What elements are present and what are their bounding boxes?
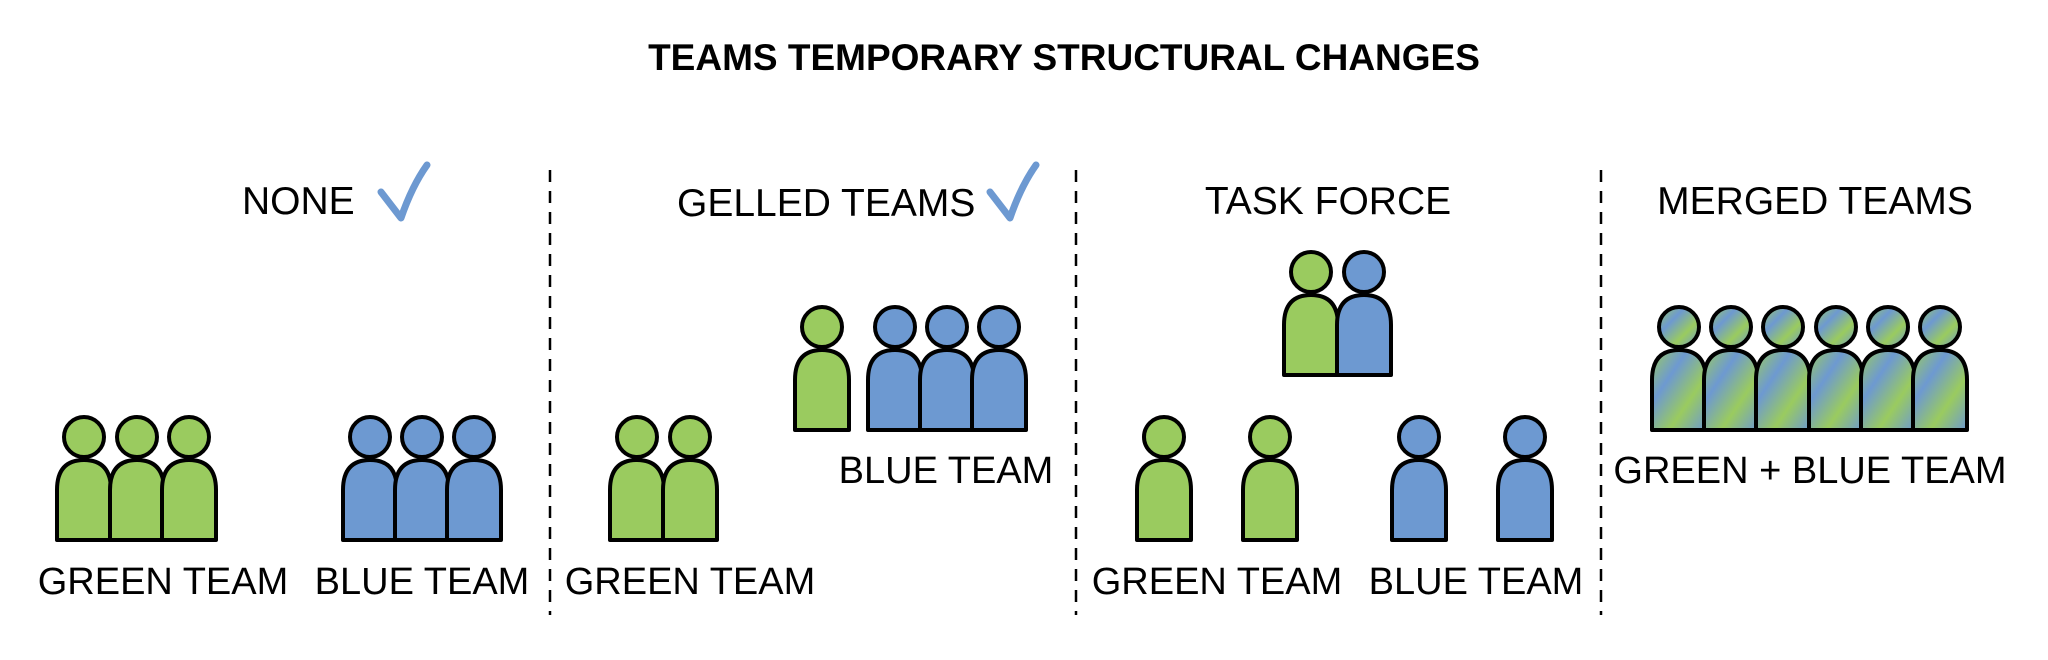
person-icon <box>608 415 666 542</box>
diagram-title: TEAMS TEMPORARY STRUCTURAL CHANGES <box>648 37 1480 78</box>
person-icon <box>1390 415 1448 542</box>
person-icon <box>445 415 503 542</box>
green-team-label: GREEN TEAM <box>565 561 816 603</box>
checkmark-icon <box>377 161 431 222</box>
person-icon <box>393 415 451 542</box>
person-icon <box>793 305 851 432</box>
person-icon <box>160 415 218 542</box>
blue-team-label: BLUE TEAM <box>315 561 530 603</box>
green-team-group <box>55 415 218 542</box>
task-force-group <box>1335 250 1393 377</box>
person-icon <box>1911 305 1969 432</box>
section-merged-teams: MERGED TEAMS GREEN + BLUE TEAM <box>1613 180 2006 492</box>
person-icon <box>1702 305 1760 432</box>
section-header: NONE <box>242 180 355 223</box>
blue-team-label: BLUE TEAM <box>1369 561 1584 603</box>
section-header: MERGED TEAMS <box>1657 180 1973 223</box>
section-header: GELLED TEAMS <box>677 182 975 225</box>
person-icon <box>1135 415 1193 542</box>
blue-team-label: BLUE TEAM <box>839 450 1054 492</box>
merged-team-group <box>1650 305 1969 432</box>
section-none: NONE GREEN TEAM BLUE TEAM <box>38 161 530 603</box>
person-icon <box>1496 415 1554 542</box>
green-team-group <box>1135 415 1299 542</box>
merged-team-label: GREEN + BLUE TEAM <box>1613 450 2006 492</box>
checkmark-icon <box>986 161 1040 222</box>
green-team-group <box>608 415 719 542</box>
person-icon <box>1335 250 1393 377</box>
task-force-group <box>1282 250 1340 377</box>
person-icon <box>1282 250 1340 377</box>
person-icon <box>661 415 719 542</box>
person-icon <box>341 415 399 542</box>
person-icon <box>866 305 924 432</box>
section-task-force: TASK FORCE GREEN TEAM BLUE TEAM <box>1092 180 1584 603</box>
section-header: TASK FORCE <box>1205 180 1451 223</box>
person-icon <box>1754 305 1812 432</box>
blue-team-group <box>1390 415 1554 542</box>
person-icon <box>1241 415 1299 542</box>
person-icon <box>918 305 976 432</box>
person-icon <box>1859 305 1917 432</box>
green-team-group <box>793 305 851 432</box>
green-team-label: GREEN TEAM <box>1092 561 1343 603</box>
person-icon <box>1807 305 1865 432</box>
blue-team-group <box>341 415 503 542</box>
person-icon <box>108 415 166 542</box>
person-icon <box>55 415 113 542</box>
section-gelled-teams: GELLED TEAMS BLUE TEAM GREEN TEAM <box>565 161 1054 603</box>
person-icon <box>1650 305 1708 432</box>
green-team-label: GREEN TEAM <box>38 561 289 603</box>
blue-team-group <box>866 305 1028 432</box>
person-icon <box>970 305 1028 432</box>
